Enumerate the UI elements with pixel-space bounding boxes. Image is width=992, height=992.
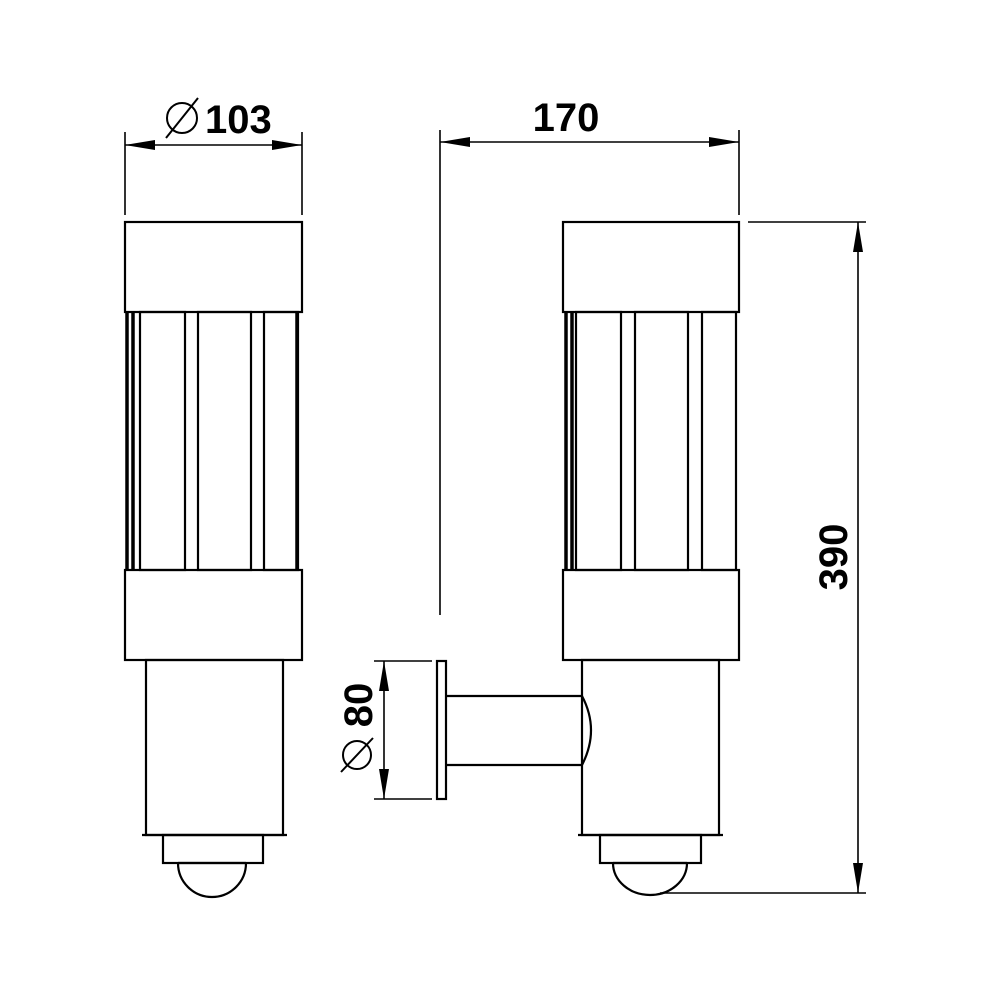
dimension-projection: 170	[439, 96, 740, 615]
side-top-cap	[561, 220, 741, 314]
side-bottom-band	[561, 568, 741, 662]
front-sensor-holder	[161, 833, 265, 865]
front-cage-bar-center	[196, 310, 253, 572]
dimension-front-diameter: 103	[124, 97, 303, 215]
side-cage-bar-right	[700, 310, 738, 572]
front-view-lamp	[123, 220, 304, 899]
front-sensor-dome	[176, 862, 248, 899]
front-diameter-value: 103	[205, 98, 272, 142]
dimension-mount-diameter: 80	[337, 660, 432, 800]
front-cage-bar-right	[262, 310, 300, 572]
front-body	[144, 658, 285, 837]
side-body	[580, 658, 721, 837]
projection-value: 170	[533, 96, 600, 140]
front-bottom-band	[123, 568, 304, 662]
diameter-symbol-icon	[165, 97, 199, 139]
front-cage-bar-left	[138, 310, 187, 572]
mount-diameter-value: 80	[337, 683, 381, 728]
front-top-cap	[123, 220, 304, 314]
wall-plate	[435, 659, 448, 801]
diameter-symbol-icon	[340, 737, 374, 773]
side-sensor-holder	[598, 833, 703, 865]
height-value: 390	[812, 524, 856, 591]
dimension-height: 390	[660, 221, 866, 894]
side-cage-bar-left	[574, 310, 623, 572]
side-view-lamp	[435, 220, 741, 897]
side-sensor-dome	[611, 862, 689, 897]
side-cage-bar-center	[633, 310, 690, 572]
